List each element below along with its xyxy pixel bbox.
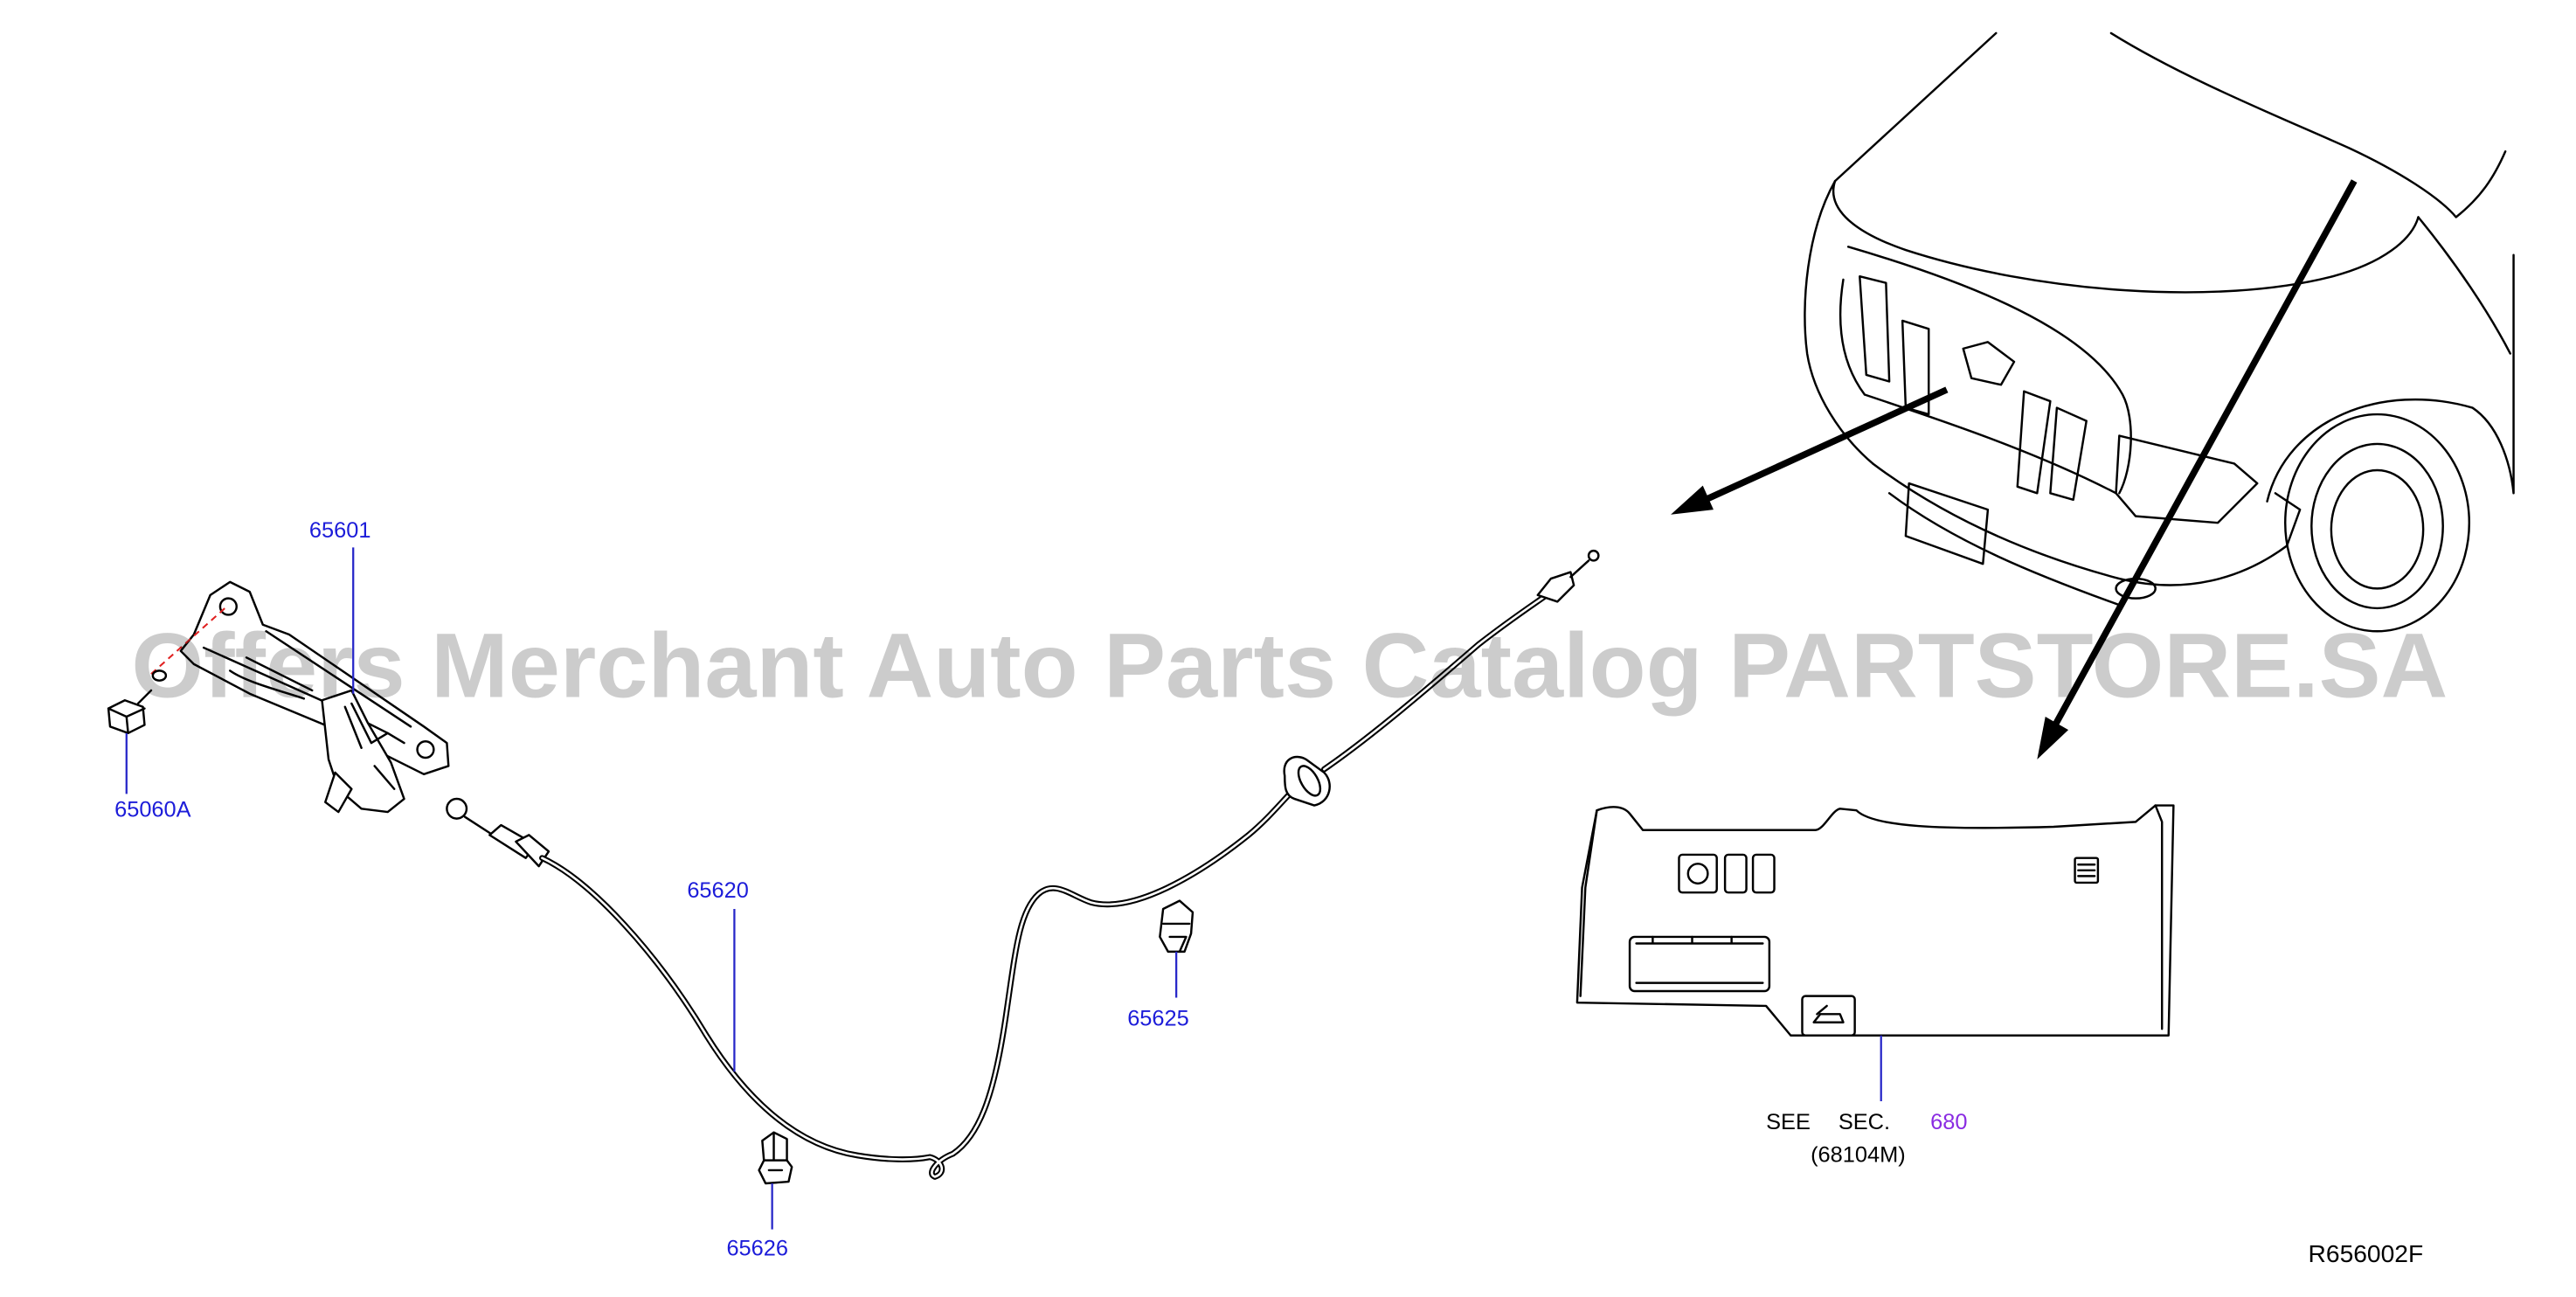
hood-latch-location xyxy=(1962,341,2016,386)
cable-clip-65626 xyxy=(758,1131,793,1185)
callout-65601[interactable]: 65601 xyxy=(309,518,371,543)
section-reference-sec: SEC. xyxy=(1839,1110,1890,1134)
cable-handle-end xyxy=(1587,549,1600,562)
latch-mounting-hole-lower xyxy=(416,740,435,759)
clip-detail xyxy=(1161,922,1191,954)
callout-65626[interactable]: 65626 xyxy=(726,1237,788,1261)
panel-outline xyxy=(1575,804,2175,1037)
watermark-text: Offers Merchant Auto Parts Catalog PARTS… xyxy=(131,614,2448,717)
section-reference-see: SEE xyxy=(1766,1110,1811,1134)
grille-slots xyxy=(1859,274,2088,502)
front-fender xyxy=(2266,216,2515,503)
hood-release-handle xyxy=(1801,995,1856,1037)
arrow-head xyxy=(2037,717,2069,759)
hood-open-icon xyxy=(1812,1004,1845,1023)
panel-pocket-detail xyxy=(1635,935,1764,984)
callout-65620[interactable]: 65620 xyxy=(687,878,749,903)
cable-inner-line xyxy=(541,791,1293,1178)
arrow-shaft xyxy=(2052,179,2358,727)
cable-handle-wire xyxy=(1569,559,1590,579)
latch-base-plate xyxy=(179,580,450,776)
location-arrow-hood-lock xyxy=(1671,386,1949,515)
front-tire xyxy=(2283,413,2471,633)
latch-mounting-hole-upper xyxy=(218,597,238,616)
cable-outer-sheath xyxy=(539,789,1295,1180)
bolt-washer xyxy=(151,669,168,682)
instrument-lower-panel xyxy=(1575,804,2175,1037)
panel-edge xyxy=(1579,804,2164,1030)
cable-end-wire xyxy=(463,815,495,836)
arrow-head xyxy=(1671,485,1714,515)
latch-hook xyxy=(324,771,353,814)
section-link-680[interactable]: 680 xyxy=(1930,1110,1967,1134)
panel-vent-slats xyxy=(2077,864,2096,877)
diagram-code: R656002F xyxy=(2309,1239,2424,1267)
hood-latch-assembly xyxy=(179,580,450,814)
panel-switch-2 xyxy=(1723,853,1748,894)
cable-grommet-ring xyxy=(1297,765,1322,797)
wheel-hub xyxy=(2330,468,2425,590)
clip-body xyxy=(1159,899,1195,954)
callout-65060a[interactable]: 65060A xyxy=(114,798,191,822)
section-reference-part-number: (68104M) xyxy=(1811,1143,1906,1168)
panel-switch-knob xyxy=(1686,863,1709,885)
vehicle-front-view xyxy=(1804,31,2515,633)
cable-handle-fitting xyxy=(1536,571,1575,603)
bolt-alignment-guide xyxy=(150,606,228,675)
panel-switch-3 xyxy=(1751,853,1776,894)
cable-inner-line-upper xyxy=(1323,595,1546,771)
bolt-65060a xyxy=(107,669,168,735)
bolt-head-facets xyxy=(107,689,153,735)
location-arrow-release-handle xyxy=(2037,179,2358,759)
latch-spring xyxy=(343,702,405,790)
arrow-shaft xyxy=(1703,386,1949,503)
panel-storage-pocket xyxy=(1628,935,1771,993)
grille-outline xyxy=(1839,246,2132,495)
hood-outline xyxy=(1832,31,2420,294)
front-corner xyxy=(1804,179,1874,465)
cable-ball-end xyxy=(446,797,468,820)
license-plate xyxy=(1904,482,1990,565)
headlight xyxy=(2115,434,2259,524)
panel-switch-1 xyxy=(1678,853,1718,894)
callout-65625[interactable]: 65625 xyxy=(1127,1006,1189,1030)
cable-clip-65625 xyxy=(1159,899,1195,954)
clip-detail xyxy=(763,1131,788,1172)
clip-body xyxy=(758,1131,793,1185)
release-cable xyxy=(446,549,1600,1180)
windshield-base xyxy=(2109,31,2507,218)
wheel-rim xyxy=(2310,442,2444,610)
front-bumper xyxy=(1872,462,2302,607)
